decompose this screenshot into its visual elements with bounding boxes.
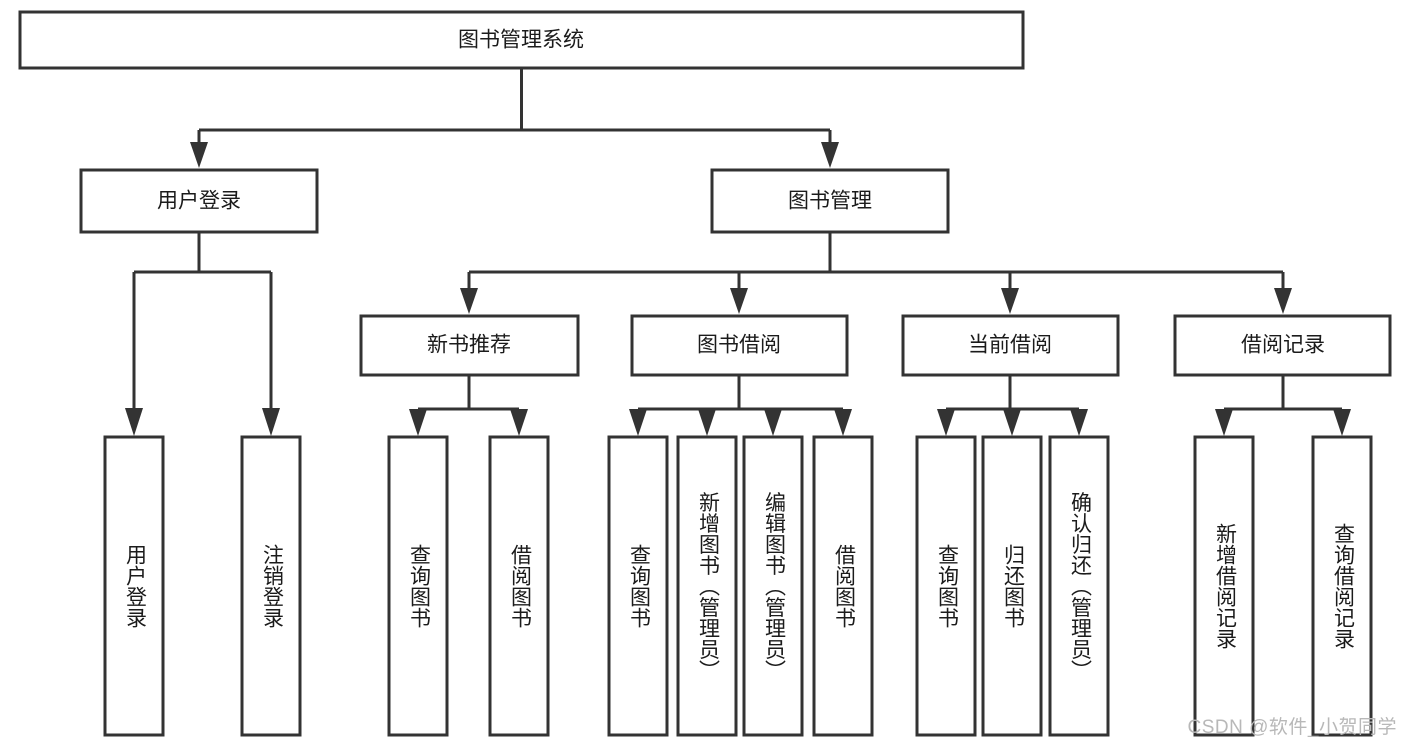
arrow-head-book-borrow [730,288,748,314]
arrow-head-book-manage [821,142,839,168]
node-leaf-user-login-box[interactable] [103,435,165,737]
arrow-head-leaf-borrow-book-1 [510,409,528,436]
arrow-head-current-borrow [1001,288,1019,314]
node-leaf-query-book-2-label: 查询图书 [627,544,651,628]
node-leaf-borrow-book-2-box[interactable] [812,435,874,737]
arrow-head-leaf-add-record [1215,409,1233,436]
connector-group-book-manage [460,232,1292,314]
node-leaf-query-book-2[interactable]: 查询图书 [607,435,669,737]
node-current-borrow-label: 当前借阅 [968,334,1052,357]
node-leaf-add-record[interactable]: 新增借阅记录 [1193,435,1255,737]
node-leaf-confirm-return[interactable]: 确认归还（管理员） [1048,435,1110,737]
node-leaf-query-book-3[interactable]: 查询图书 [915,435,977,737]
arrow-head-leaf-query-record [1333,409,1351,436]
connector-group-book-borrow [629,375,852,436]
arrow-head-leaf-edit-book [764,409,782,436]
node-new-book-recommend-label: 新书推荐 [427,334,511,357]
node-book-borrow-box[interactable] [630,314,849,377]
arrow-head-user-login [190,142,208,168]
node-book-borrow-label: 图书借阅 [697,334,781,357]
node-leaf-return-book-box[interactable] [981,435,1043,737]
connector-group-user-login [125,232,280,436]
node-current-borrow[interactable]: 当前借阅 [901,314,1120,377]
connector-group-new-book-recommend [409,375,528,436]
node-leaf-user-login[interactable]: 用户登录 [103,435,165,737]
node-leaf-query-book-1-box[interactable] [387,435,449,737]
arrow-head-borrow-record [1274,288,1292,314]
node-leaf-user-logout-label: 注销登录 [260,544,284,628]
node-leaf-query-book-3-box[interactable] [915,435,977,737]
node-leaf-query-record[interactable]: 查询借阅记录 [1311,435,1373,737]
node-user-login[interactable]: 用户登录 [79,168,319,234]
node-leaf-confirm-return-label: 确认归还（管理员） [1068,492,1092,681]
node-leaf-query-book-1[interactable]: 查询图书 [387,435,449,737]
connector-group-root [190,68,839,168]
node-leaf-add-record-label: 新增借阅记录 [1213,523,1237,649]
node-root-label: 图书管理系统 [458,29,584,52]
node-leaf-query-record-box[interactable] [1311,435,1373,737]
node-book-manage-label: 图书管理 [788,190,872,213]
node-leaf-return-book[interactable]: 归还图书 [981,435,1043,737]
node-leaf-query-book-3-label: 查询图书 [935,544,959,628]
node-leaf-user-logout-box[interactable] [240,435,302,737]
arrow-head-leaf-borrow-book-2 [834,409,852,436]
connector-group-current-borrow [937,375,1088,436]
node-borrow-record[interactable]: 借阅记录 [1173,314,1392,377]
node-root[interactable]: 图书管理系统 [18,10,1025,70]
arrow-head-new-book-recommend [460,288,478,314]
node-new-book-recommend[interactable]: 新书推荐 [359,314,580,377]
arrow-head-leaf-return-book [1003,409,1021,436]
arrow-head-leaf-query-book-1 [409,409,427,436]
node-root-box[interactable] [18,10,1025,70]
node-leaf-edit-book-label: 编辑图书（管理员） [762,492,786,681]
node-leaf-edit-book[interactable]: 编辑图书（管理员） [742,435,804,737]
node-leaf-edit-book-box[interactable] [742,435,804,737]
node-new-book-recommend-box[interactable] [359,314,580,377]
node-leaf-borrow-book-1[interactable]: 借阅图书 [488,435,550,737]
node-leaf-query-book-1-label: 查询图书 [407,544,431,628]
node-user-login-box[interactable] [79,168,319,234]
arrow-head-leaf-user-login [125,408,143,436]
arrow-head-leaf-query-book-2 [629,409,647,436]
node-leaf-user-logout[interactable]: 注销登录 [240,435,302,737]
node-leaf-query-record-label: 查询借阅记录 [1331,523,1355,649]
node-borrow-record-label: 借阅记录 [1241,334,1325,357]
node-leaf-return-book-label: 归还图书 [1001,544,1025,628]
arrow-head-leaf-confirm-return [1070,409,1088,436]
node-leaf-user-login-label: 用户登录 [123,544,147,628]
node-book-manage-box[interactable] [710,168,950,234]
node-leaf-add-record-box[interactable] [1193,435,1255,737]
node-book-borrow[interactable]: 图书借阅 [630,314,849,377]
connector-group-borrow-record [1215,375,1351,436]
node-book-manage[interactable]: 图书管理 [710,168,950,234]
arrow-head-leaf-query-book-3 [937,409,955,436]
node-borrow-record-box[interactable] [1173,314,1392,377]
csdn-watermark: CSDN @软件_小贺同学 [1187,717,1397,738]
node-leaf-add-book[interactable]: 新增图书（管理员） [676,435,738,737]
node-leaf-borrow-book-1-box[interactable] [488,435,550,737]
node-leaf-add-book-label: 新增图书（管理员） [696,492,720,681]
node-leaf-query-book-2-box[interactable] [607,435,669,737]
arrow-head-leaf-add-book [698,409,716,436]
node-current-borrow-box[interactable] [901,314,1120,377]
node-leaf-borrow-book-2-label: 借阅图书 [832,544,856,628]
arrow-head-leaf-user-logout [262,408,280,436]
node-leaf-borrow-book-1-label: 借阅图书 [508,544,532,628]
node-leaf-borrow-book-2[interactable]: 借阅图书 [812,435,874,737]
node-leaf-add-book-box[interactable] [676,435,738,737]
node-user-login-label: 用户登录 [157,190,241,213]
node-leaf-confirm-return-box[interactable] [1048,435,1110,737]
